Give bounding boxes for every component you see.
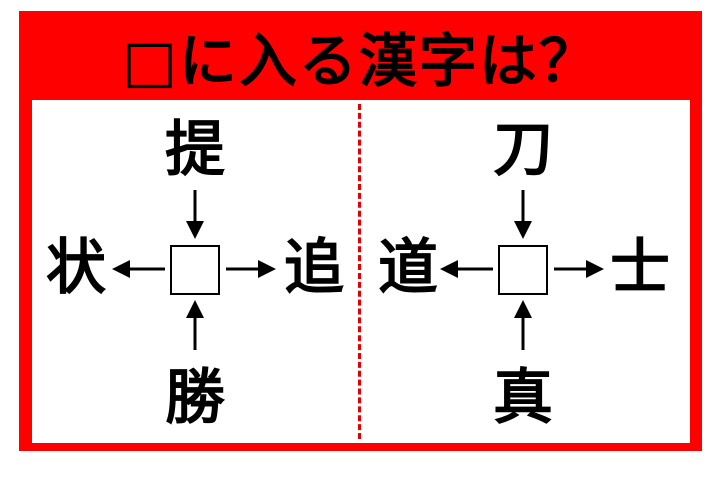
- kanji-top-right: 刀: [493, 115, 553, 185]
- kanji-left-left: 状: [46, 233, 106, 303]
- blank-box-left: [170, 245, 220, 295]
- puzzle-frame: □に入る漢字は？: [19, 11, 702, 451]
- blank-box-right: [498, 245, 548, 295]
- kanji-bottom-right: 真: [493, 363, 553, 433]
- kanji-top-left: 提: [165, 115, 225, 185]
- dashed-divider: [358, 104, 361, 439]
- kanji-right-left: 追: [284, 233, 344, 303]
- puzzle-area: [32, 100, 690, 443]
- kanji-bottom-left: 勝: [165, 363, 225, 433]
- kanji-left-right: 道: [378, 233, 438, 303]
- puzzle-title: □に入る漢字は？: [122, 26, 599, 95]
- kanji-right-right: 士: [610, 233, 670, 303]
